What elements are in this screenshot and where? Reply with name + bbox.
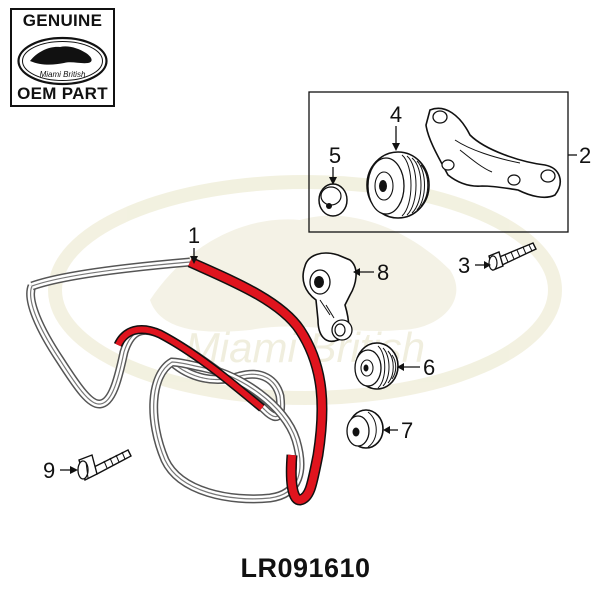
callout-2: 2 xyxy=(568,143,591,168)
watermark: Miami British xyxy=(48,175,562,405)
part-number: LR091610 xyxy=(240,553,371,583)
bolt-long xyxy=(488,242,537,271)
callout-label-5: 5 xyxy=(329,143,341,168)
callout-label-9: 9 xyxy=(43,458,55,483)
callout-label-2: 2 xyxy=(579,143,591,168)
logo-text: Miami British xyxy=(40,70,86,79)
callout-5: 5 xyxy=(329,143,341,185)
idler-pulley-small xyxy=(346,409,384,449)
pulley-cap xyxy=(318,183,348,217)
bolt-flange xyxy=(77,449,132,481)
genuine-oem-badge: GENUINE Miami British OEM PART xyxy=(10,8,115,107)
belt-tensioner xyxy=(302,252,357,342)
subassembly-box xyxy=(308,91,569,233)
idler-pulley-ribbed xyxy=(354,342,399,390)
callout-label-6: 6 xyxy=(423,355,435,380)
callout-3: 3 xyxy=(458,253,491,278)
callout-7: 7 xyxy=(383,418,413,443)
badge-bottom-text: OEM PART xyxy=(17,84,108,103)
callout-1: 1 xyxy=(188,223,200,264)
callout-label-1: 1 xyxy=(188,223,200,248)
callout-4: 4 xyxy=(390,102,402,151)
callout-6: 6 xyxy=(397,355,435,380)
callout-label-7: 7 xyxy=(401,418,413,443)
callout-label-4: 4 xyxy=(390,102,402,127)
callout-label-3: 3 xyxy=(458,253,470,278)
idler-pulley-grooved xyxy=(366,151,430,219)
miami-british-logo: Miami British xyxy=(17,36,108,86)
callout-label-8: 8 xyxy=(377,260,389,285)
serpentine-belt xyxy=(26,256,328,506)
badge-top-text: GENUINE xyxy=(22,11,103,30)
watermark-oval xyxy=(48,175,562,405)
callout-9: 9 xyxy=(43,458,78,483)
callout-8: 8 xyxy=(353,260,389,285)
tensioner-bracket xyxy=(425,107,561,198)
